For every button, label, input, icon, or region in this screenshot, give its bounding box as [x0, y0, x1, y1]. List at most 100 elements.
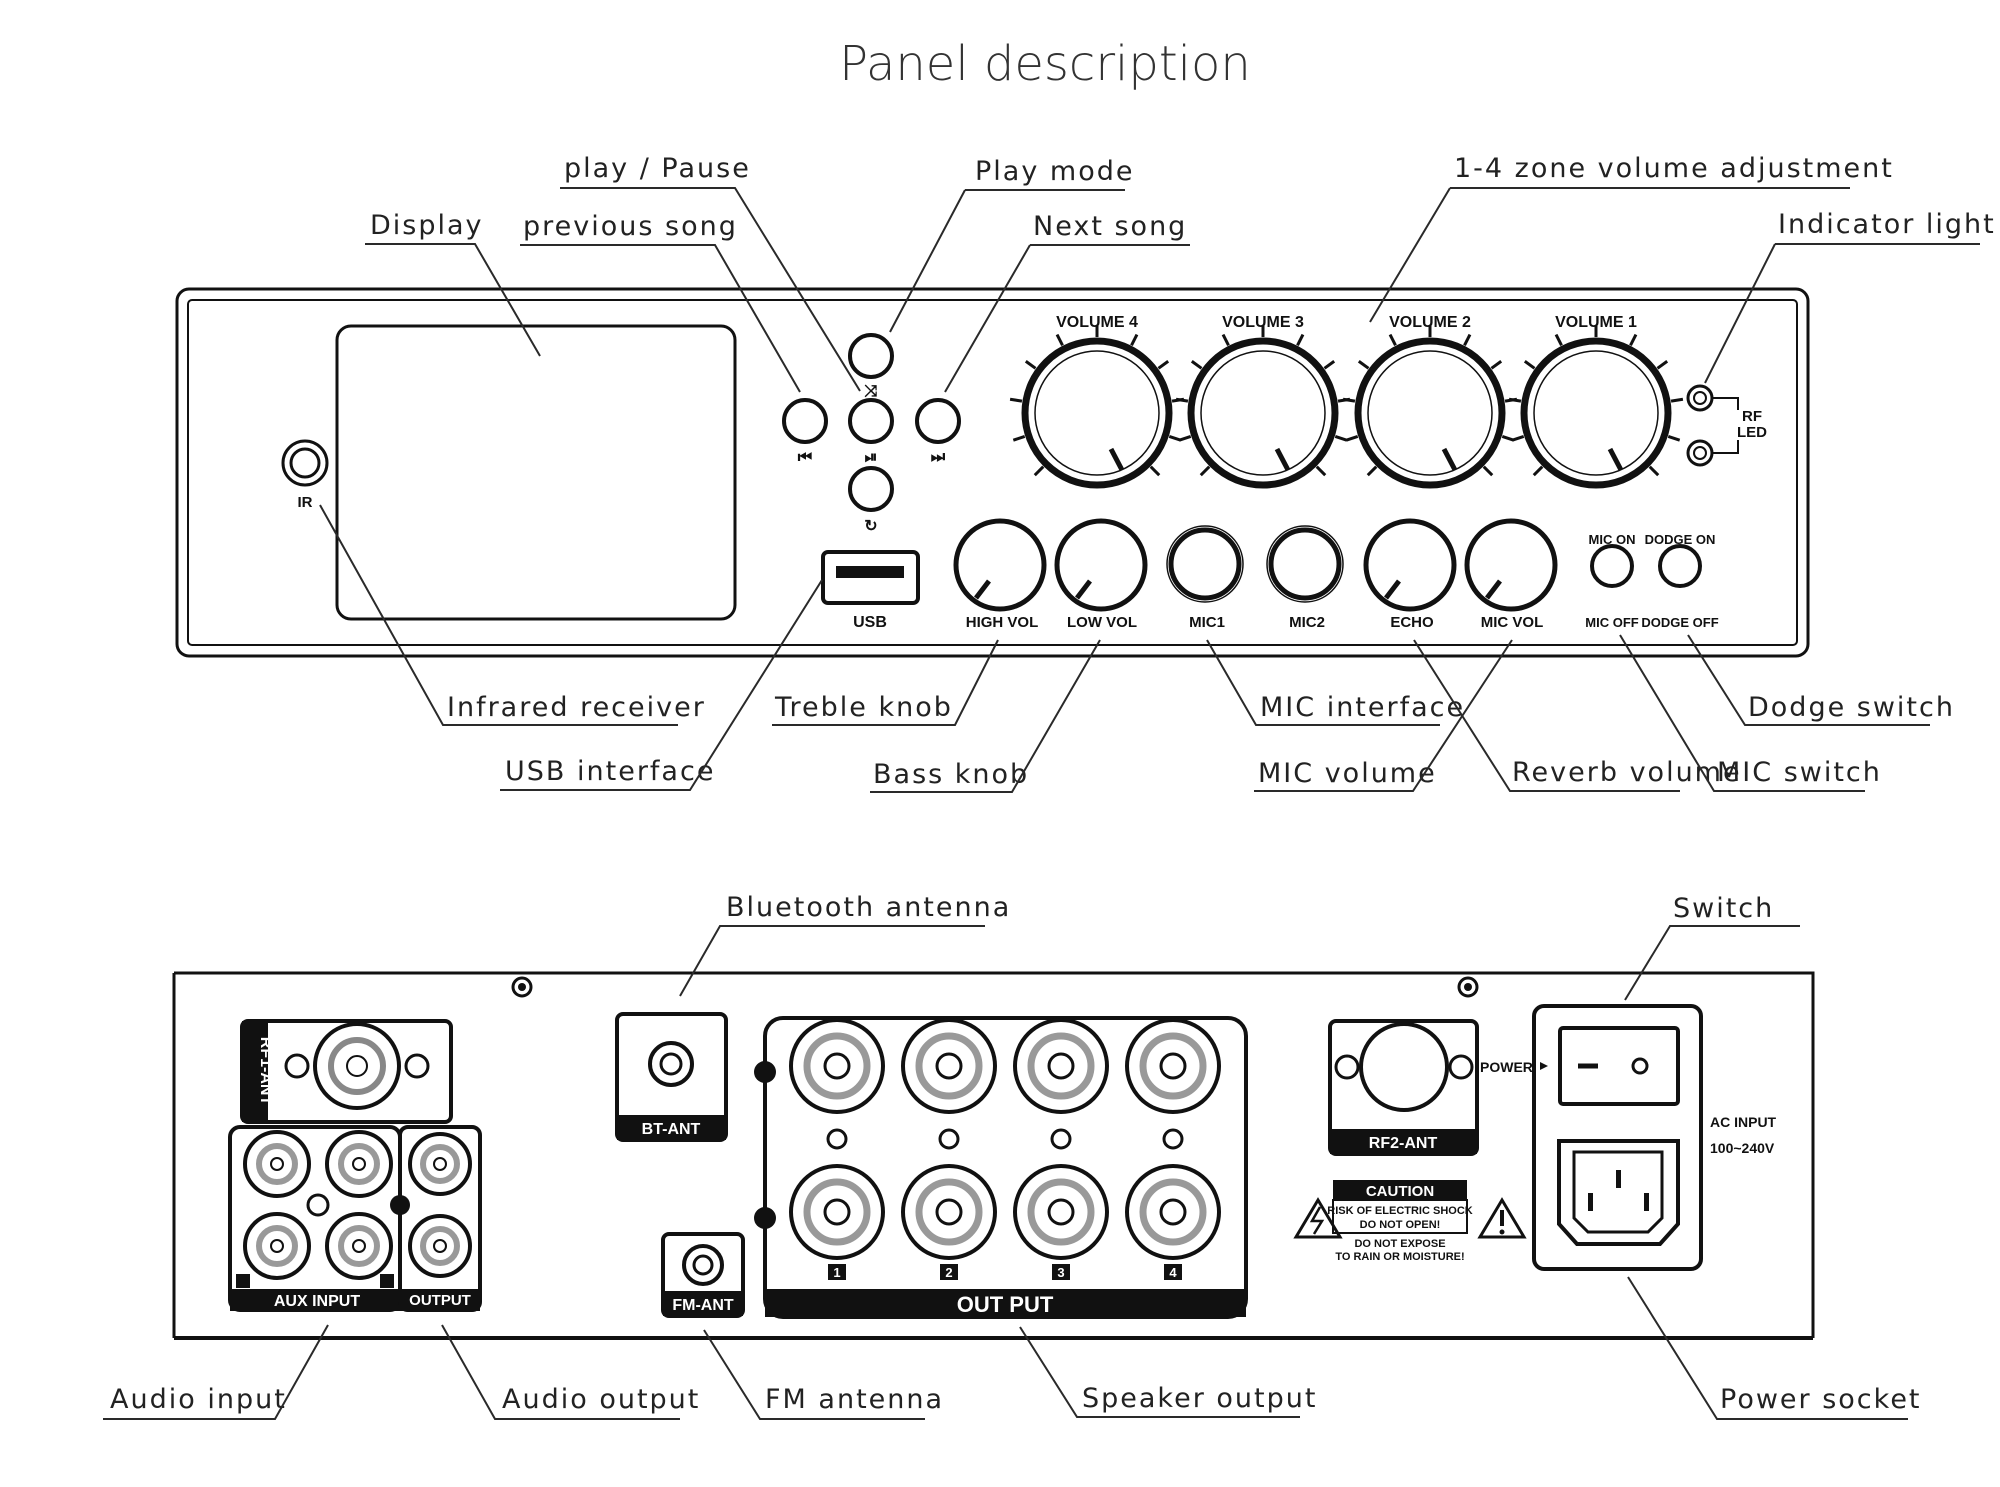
knob-tick [1357, 360, 1370, 370]
speaker-terminal[interactable] [1125, 1018, 1221, 1114]
speaker-terminal[interactable] [1125, 1164, 1221, 1260]
dodge-switch[interactable]: DODGE ON DODGE OFF [1641, 532, 1718, 630]
knob-tick [1178, 435, 1192, 442]
rf2-antenna-connector[interactable]: RF2-ANT [1328, 1019, 1479, 1156]
ac-range-label: 100~240V [1710, 1140, 1775, 1156]
callout-next-song: Next song [1033, 211, 1187, 242]
rear-callouts: Bluetooth antenna Switch Audio input Aud… [103, 892, 1920, 1420]
terminal-hole [1050, 1128, 1072, 1150]
channel-number: 2 [945, 1265, 952, 1280]
volume-2-knob[interactable]: VOLUME 2 [1342, 314, 1518, 489]
echo-knob[interactable]: ECHO [1363, 518, 1457, 631]
aux-jack[interactable] [325, 1130, 393, 1198]
volume-4-knob[interactable]: VOLUME 4 [1009, 314, 1185, 489]
usb-port[interactable]: USB [821, 550, 920, 631]
output-jack[interactable] [408, 1132, 472, 1196]
callout-bluetooth-antenna: Bluetooth antenna [726, 892, 1011, 923]
next-icon: ⏭ [931, 449, 946, 466]
high-vol-knob[interactable]: HIGH VOL [953, 518, 1047, 631]
mic-switch[interactable]: MIC ON MIC OFF [1585, 532, 1638, 630]
rf2-ant-label: RF2-ANT [1369, 1135, 1438, 1152]
mic-vol-knob[interactable]: MIC VOL [1464, 518, 1558, 631]
channel-number: 3 [1057, 1265, 1064, 1280]
power-socket[interactable] [1557, 1139, 1680, 1246]
callout-usb-interface: USB interface [505, 756, 715, 787]
power-module: POWER AC INPUT 100~240V [1480, 1004, 1777, 1271]
mic1-label: MIC1 [1189, 614, 1225, 631]
callout-play-mode: Play mode [975, 156, 1134, 187]
bt-antenna-connector[interactable]: BT-ANT [615, 1012, 728, 1142]
repeat-icon: ↻ [864, 518, 877, 535]
volume-3-knob[interactable]: VOLUME 3 [1175, 314, 1351, 489]
dodge-on-label: DODGE ON [1645, 532, 1716, 547]
knob-tick [1334, 435, 1348, 442]
mic2-jack[interactable]: MIC2 [1266, 525, 1344, 631]
speaker-terminal[interactable] [901, 1018, 997, 1114]
speaker-terminal[interactable] [789, 1018, 885, 1114]
rf-label: RF [1742, 408, 1762, 425]
mic1-jack[interactable]: MIC1 [1166, 525, 1244, 631]
play-pause-button[interactable] [848, 398, 894, 444]
channel-badge [1052, 1264, 1070, 1280]
knob-tick [1629, 333, 1638, 346]
power-switch[interactable] [1558, 1026, 1680, 1106]
knob-tick [1490, 360, 1503, 370]
speaker-terminal[interactable] [901, 1164, 997, 1260]
play-mode-button[interactable] [848, 333, 894, 379]
knob-tick [1199, 465, 1211, 477]
audio-output-block: OUTPUT [390, 1125, 482, 1312]
rf-led-bottom [1686, 439, 1714, 467]
knob-tick [1012, 435, 1026, 442]
screw-left [511, 976, 533, 998]
caution-heading: CAUTION [1366, 1183, 1434, 1200]
callout-mic-volume: MIC volume [1258, 758, 1437, 789]
callout-dodge-switch: Dodge switch [1748, 692, 1955, 723]
callout-play-pause: play / Pause [564, 153, 751, 184]
volume-4-label: VOLUME 4 [1056, 314, 1138, 331]
callout-speaker-output: Speaker output [1082, 1383, 1317, 1414]
terminal-hole [938, 1128, 960, 1150]
output-jack[interactable] [408, 1214, 472, 1278]
callout-mic-interface: MIC interface [1260, 692, 1465, 723]
knob-tick [1296, 333, 1305, 346]
callout-infrared-receiver: Infrared receiver [447, 692, 706, 723]
knob-tick [1532, 465, 1544, 477]
terminal-hole [1162, 1128, 1184, 1150]
next-song-button[interactable] [915, 398, 961, 444]
repeat-button[interactable] [848, 466, 894, 512]
knob-tick [1033, 465, 1045, 477]
knob-tick [1009, 397, 1023, 403]
ir-receiver: IR [281, 439, 329, 511]
previous-song-button[interactable] [782, 398, 828, 444]
low-vol-knob[interactable]: LOW VOL [1054, 518, 1148, 631]
knob-tick [1024, 360, 1037, 370]
knob-tick [1670, 397, 1684, 403]
zone-volume-knobs: VOLUME 4 VOLUME 3 VOLUME 2 VOLUME 1 [1009, 314, 1684, 489]
terminal-hole [826, 1128, 848, 1150]
aux-jack[interactable] [325, 1212, 393, 1280]
fm-antenna-connector[interactable]: FM-ANT [661, 1232, 745, 1318]
aux-jack[interactable] [243, 1130, 311, 1198]
knob-tick [1508, 397, 1522, 403]
callout-mic-switch: MIC switch [1717, 757, 1882, 788]
volume-1-knob[interactable]: VOLUME 1 [1508, 314, 1684, 489]
channel-badge [828, 1264, 846, 1280]
knob-tick [1345, 435, 1359, 442]
knob-tick [1342, 397, 1356, 403]
speaker-terminal[interactable] [1013, 1018, 1109, 1114]
ac-input-label: AC INPUT [1710, 1114, 1777, 1130]
front-callouts: Display play / Pause previous song Play … [319, 153, 1994, 793]
aux-jack[interactable] [243, 1212, 311, 1280]
knob-tick [1323, 360, 1336, 370]
callout-fm-antenna: FM antenna [765, 1384, 944, 1415]
knob-tick [1190, 360, 1203, 370]
rf1-antenna-connector[interactable]: RF1-ANT [240, 1019, 453, 1124]
knob-tick [1157, 360, 1170, 370]
speaker-terminal[interactable] [789, 1164, 885, 1260]
knob-tick [1315, 465, 1327, 477]
high-vol-label: HIGH VOL [966, 614, 1039, 631]
transport-buttons: ⤨ ⏮ ⏯ ⏭ ↻ [782, 333, 961, 535]
speaker-terminal[interactable] [1013, 1164, 1109, 1260]
